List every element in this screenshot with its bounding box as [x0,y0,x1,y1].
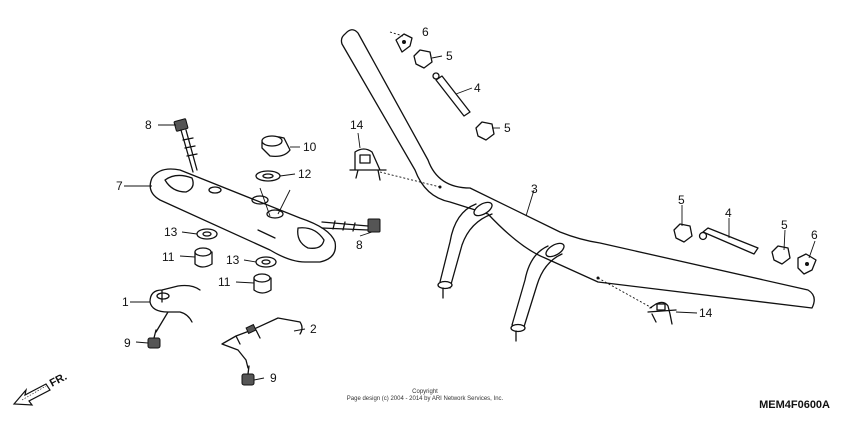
callout-5-upper-1: 5 [446,49,453,63]
cap-part-5-upper-1[interactable] [413,49,433,69]
bolt-part-9-right[interactable] [241,365,255,386]
diagram-code: MEM4F0600A [759,399,830,411]
callout-11-left: 11 [162,250,175,264]
washer-part-13-left[interactable] [196,228,218,240]
callout-5-right-2: 5 [781,218,788,232]
copyright-line-1: Copyright [412,389,438,395]
callout-10: 10 [303,140,317,154]
copyright-line-2: Page design (c) 2004 - 2014 by ARI Netwo… [346,396,504,402]
callout-6-right: 6 [811,228,818,242]
washer-part-13-right[interactable] [255,256,277,268]
callout-7: 7 [116,179,123,193]
callout-4-upper: 4 [474,81,481,95]
top-bridge-part-7[interactable] [149,168,337,263]
callout-8-top: 8 [145,118,152,132]
callout-2: 2 [310,322,317,336]
cap-part-5-right-1[interactable] [673,223,693,243]
clip-part-6-right[interactable] [797,253,817,275]
callout-5-right-1: 5 [678,193,685,207]
bracket-part-1[interactable] [149,284,201,333]
bushing-part-11-left[interactable] [194,247,213,268]
bolt-part-9-left[interactable] [147,329,161,349]
callout-11-right: 11 [218,275,231,289]
callout-14-lower: 14 [699,306,713,320]
callout-12: 12 [298,167,312,181]
cap-nut-part-10[interactable] [261,135,291,158]
callout-13-right: 13 [226,253,240,267]
front-arrow-label: FR. [48,371,69,390]
clip-part-6-upper[interactable] [395,33,413,53]
holder-part-14-upper[interactable] [349,148,387,181]
bolt-part-8-side[interactable] [321,218,381,233]
bolt-part-8-top[interactable] [173,118,198,173]
weight-part-4-upper[interactable] [432,72,471,117]
callout-3: 3 [531,182,538,196]
holder-part-14-lower[interactable] [647,301,677,325]
bushing-part-11-right[interactable] [253,273,272,294]
bracket-part-2[interactable] [221,317,303,369]
callout-6-upper: 6 [422,25,429,39]
leader-lines [124,31,816,381]
callout-8-side: 8 [356,238,363,252]
callout-5-upper-2: 5 [504,121,511,135]
callout-14-upper: 14 [350,118,364,132]
callout-9-right: 9 [270,371,277,385]
callout-4-right: 4 [725,206,732,220]
cap-part-5-upper-2[interactable] [475,121,495,141]
handlebar-part-3[interactable] [340,29,815,342]
weight-part-4-right[interactable] [698,227,759,255]
callout-9-left: 9 [124,336,131,350]
washer-part-12[interactable] [255,170,281,182]
callout-13-left: 13 [164,225,178,239]
cap-part-5-right-2[interactable] [771,245,791,265]
callout-1: 1 [122,295,129,309]
